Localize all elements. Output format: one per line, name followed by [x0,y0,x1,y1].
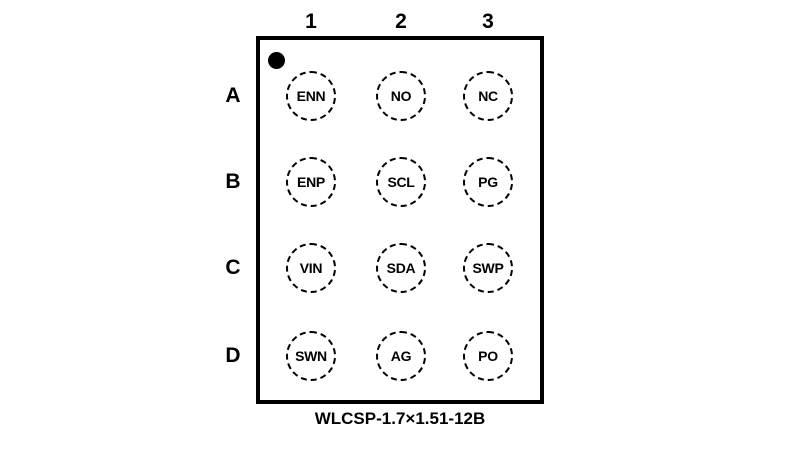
ball-label-d3: PO [478,348,498,364]
ball-label-b1: ENP [297,174,325,190]
ball-label-d1: SWN [295,348,327,364]
ball-pad-c3: SWP [463,243,513,293]
ball-pad-b2: SCL [376,157,426,207]
ball-pad-b1: ENP [286,157,336,207]
ball-label-a2: NO [390,88,412,104]
row-label-c: C [225,256,241,279]
ball-pad-c1: VIN [286,243,336,293]
ball-pad-d3: PO [463,331,513,381]
row-label-a: A [225,84,241,107]
pin1-dot-icon [268,52,285,69]
ball-label-a1: ENN [296,88,326,104]
column-label-2: 2 [395,10,407,33]
column-label-1: 1 [305,10,317,33]
ball-label-c3: SWP [472,260,504,276]
ball-label-c1: VIN [299,260,323,276]
row-label-d: D [225,344,241,367]
column-label-3: 3 [482,10,494,33]
ball-pad-d2: AG [376,331,426,381]
ball-pad-a3: NC [463,71,513,121]
ball-label-d2: AG [390,348,412,364]
ball-label-b3: PG [478,174,498,190]
ball-pad-d1: SWN [286,331,336,381]
ball-pad-b3: PG [463,157,513,207]
ball-pad-a2: NO [376,71,426,121]
ball-label-b2: SCL [387,174,415,190]
package-caption: WLCSP-1.7×1.51-12B [314,409,486,428]
row-label-b: B [225,170,241,193]
ball-pad-a1: ENN [286,71,336,121]
ball-label-a3: NC [478,88,498,104]
ball-pad-c2: SDA [376,243,426,293]
ball-label-c2: SDA [386,260,416,276]
